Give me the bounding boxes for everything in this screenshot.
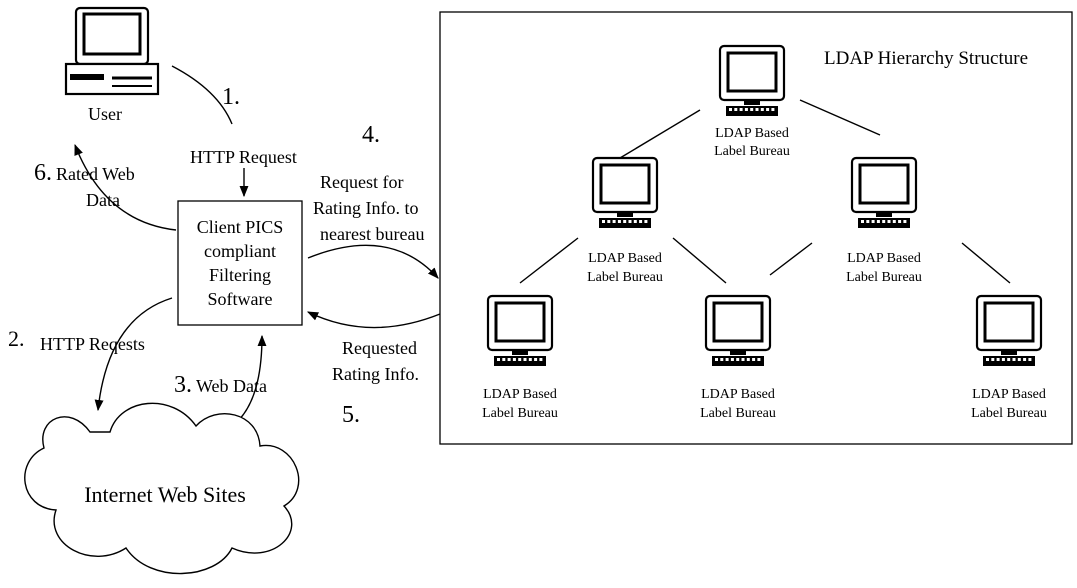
step3-label: Web Data: [196, 376, 267, 396]
bureau-monitor-icon: [591, 156, 659, 228]
bureau-monitor-icon: [718, 44, 786, 116]
leaf-1-label-line2: Label Bureau: [482, 406, 558, 421]
leaf-3-label-line1: LDAP Based: [972, 387, 1046, 402]
step6-label-line2: Data: [86, 190, 120, 210]
client-line-1: Client PICS: [197, 217, 284, 237]
mid-left-label-line2: Label Bureau: [587, 270, 663, 285]
step3-number: 3.: [174, 372, 192, 398]
step5-arrow: [306, 311, 441, 329]
mid-right-label-line2: Label Bureau: [846, 270, 922, 285]
leaf-3-label-line2: Label Bureau: [971, 406, 1047, 421]
step1-line: [171, 65, 233, 125]
step4-label-line1: Request for: [320, 172, 403, 192]
bureau-monitor-icon: [975, 294, 1043, 366]
step1-label: HTTP Request: [190, 147, 297, 167]
leaf-2-label-line1: LDAP Based: [701, 387, 775, 402]
internet-cloud: [24, 402, 300, 575]
mid-right-label-line1: LDAP Based: [847, 251, 921, 266]
step4-label-line3: nearest bureau: [320, 224, 424, 244]
client-line-2: compliant: [204, 241, 276, 261]
hierarchy-box: [439, 11, 1073, 445]
bureau-monitor-icon: [850, 156, 918, 228]
leaf-2-label-line2: Label Bureau: [700, 406, 776, 421]
bureau-monitor-icon: [704, 294, 772, 366]
step5-number: 5.: [342, 402, 360, 428]
step6-label-line1: Rated Web: [56, 164, 135, 184]
bureau-monitor-icon: [486, 294, 554, 366]
mid-left-label-line1: LDAP Based: [588, 251, 662, 266]
client-pics-box: [177, 200, 303, 326]
client-line-4: Software: [208, 289, 273, 309]
step5-label-line2: Rating Info.: [332, 364, 419, 384]
tree-links: [519, 99, 1011, 284]
step6-number: 6.: [34, 160, 52, 186]
step2-arrow: [94, 297, 173, 412]
cloud-label: Internet Web Sites: [84, 482, 246, 507]
step2-number: 2.: [8, 326, 25, 351]
step6-arrow: [74, 143, 177, 231]
user-label: User: [88, 104, 122, 124]
step5-label-line1: Requested: [342, 338, 417, 358]
step1-number: 1.: [222, 84, 240, 110]
step4-arrow: [307, 244, 439, 279]
client-line-3: Filtering: [209, 265, 271, 285]
step2-label: HTTP Reqests: [40, 334, 145, 354]
step4-number: 4.: [362, 122, 380, 148]
hierarchy-title: LDAP Hierarchy Structure: [824, 48, 1028, 69]
bureau-nodes: [486, 44, 1043, 366]
leaf-1-label-line1: LDAP Based: [483, 387, 557, 402]
user-computer-icon: [64, 6, 160, 96]
step4-label-line2: Rating Info. to: [313, 198, 419, 218]
root-label-line1: LDAP Based: [715, 126, 789, 141]
bureau-labels: LDAP Based Label Bureau LDAP Based Label…: [482, 126, 1047, 421]
root-label-line2: Label Bureau: [714, 144, 790, 159]
